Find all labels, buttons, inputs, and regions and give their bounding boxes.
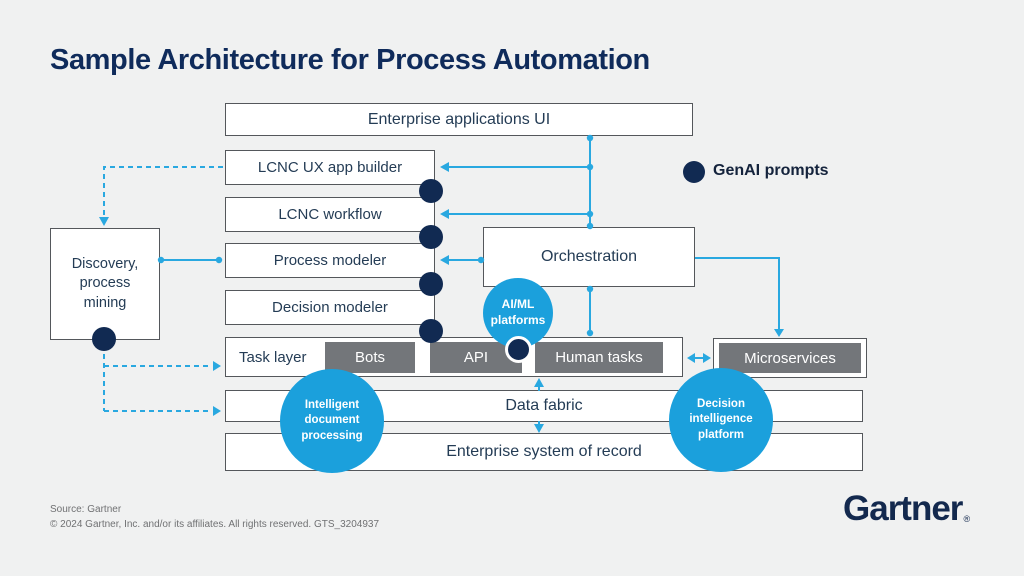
genai-prompt-dot: [505, 336, 532, 363]
circle-decision-intelligence-platform: Decision intelligence platform: [669, 368, 773, 472]
gartner-logo: Gartner®: [843, 489, 970, 529]
registered-trademark-icon: ®: [963, 514, 970, 524]
gartner-logo-text: Gartner: [843, 489, 963, 528]
genai-prompt-dot: [419, 319, 443, 343]
footer-source: Source: Gartner: [50, 504, 122, 515]
box-orchestration: Orchestration: [483, 227, 695, 287]
chip-microservices: Microservices: [719, 343, 861, 373]
chip-human-tasks: Human tasks: [535, 342, 663, 373]
box-discovery-process-mining: Discovery, process mining: [50, 228, 160, 340]
genai-prompt-dot: [419, 272, 443, 296]
chip-bots: Bots: [325, 342, 415, 373]
genai-legend-dot-icon: [683, 161, 705, 183]
genai-legend-label: GenAI prompts: [713, 162, 829, 179]
box-lcnc-ux-app-builder: LCNC UX app builder: [225, 150, 435, 185]
box-lcnc-workflow: LCNC workflow: [225, 197, 435, 232]
genai-prompt-dot: [92, 327, 116, 351]
footer-copyright: © 2024 Gartner, Inc. and/or its affiliat…: [50, 519, 380, 530]
genai-prompt-dot: [419, 179, 443, 203]
circle-intelligent-document-processing: Intelligent document processing: [280, 369, 384, 473]
box-process-modeler: Process modeler: [225, 243, 435, 278]
page-title: Sample Architecture for Process Automati…: [50, 44, 650, 76]
box-decision-modeler: Decision modeler: [225, 290, 435, 325]
genai-prompt-dot: [419, 225, 443, 249]
footer-source-block: Source: Gartner © 2024 Gartner, Inc. and…: [50, 502, 379, 532]
box-enterprise-applications-ui: Enterprise applications UI: [225, 103, 693, 136]
